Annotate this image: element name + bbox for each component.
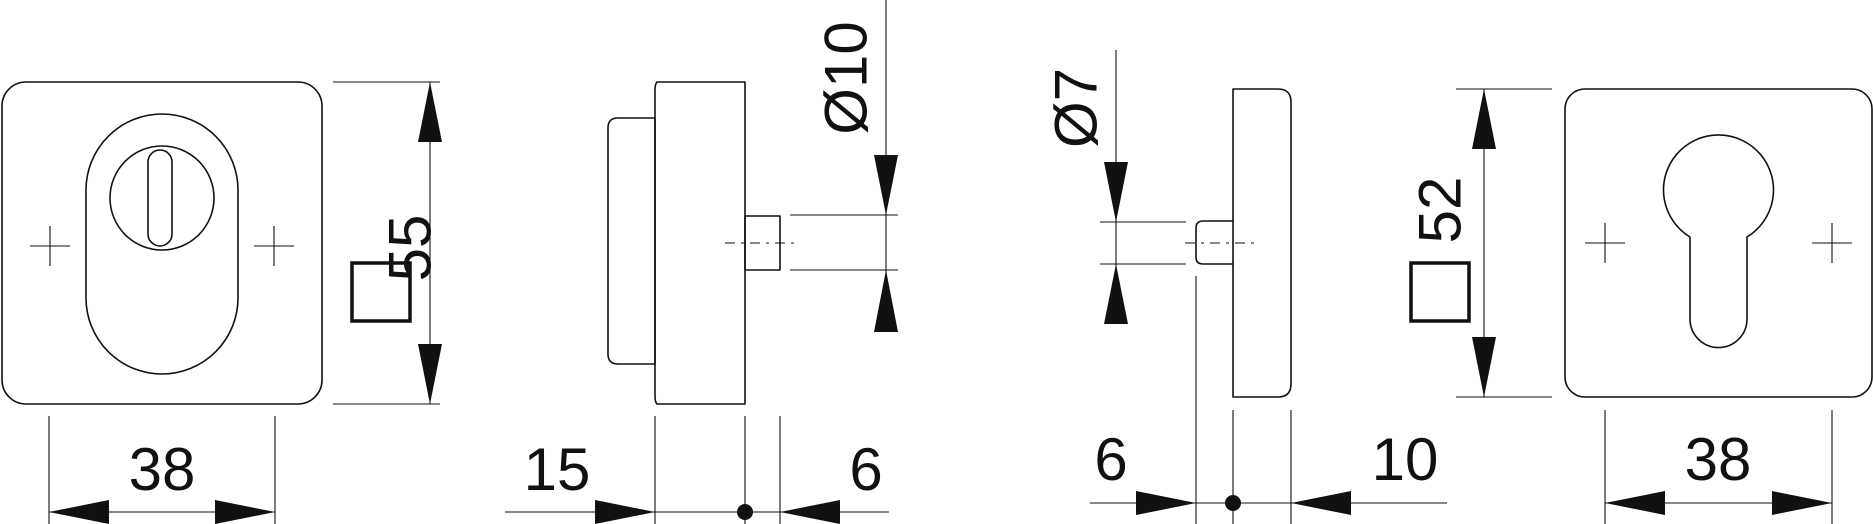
cylinder-core [109, 145, 215, 251]
pin-diameter-label: Ø7 [1043, 68, 1110, 148]
counter-front-view: 52 38 [1407, 88, 1873, 524]
square-symbol [350, 261, 412, 323]
cylinder-guard-outline [85, 113, 239, 375]
cylinder-guard-body [607, 117, 656, 365]
rose-front-view: 55 38 [1, 81, 444, 524]
datum-point [737, 504, 753, 520]
key-slot [147, 149, 173, 247]
counter-pin [1195, 220, 1233, 265]
screw-mark-left [30, 226, 70, 266]
screw-mark-right [254, 226, 294, 266]
counter-width-label: 38 [1685, 426, 1752, 493]
datum-point-2 [1225, 495, 1241, 511]
rose-width-label: 38 [129, 436, 196, 503]
rose-depth-label: 15 [524, 436, 591, 503]
rose-height-label: 55 [377, 215, 444, 282]
rose-base-plate [654, 81, 746, 405]
counter-height-label: 52 [1407, 177, 1474, 244]
rose-outline [1, 81, 323, 405]
pin-length-label: 6 [1094, 426, 1127, 493]
screw-mark-left-2 [1585, 223, 1625, 263]
spindle-length-label: 6 [849, 436, 882, 503]
rose-side-view: Ø10 15 6 [505, 0, 898, 524]
screw-mark-right-2 [1812, 223, 1852, 263]
counter-plate [1232, 88, 1292, 398]
counter-side-view: Ø7 6 10 [1043, 50, 1447, 524]
counter-depth-label: 10 [1372, 426, 1439, 493]
counter-rose-outline [1564, 88, 1873, 398]
profile-cylinder-cutout [1662, 134, 1775, 349]
square-symbol-2 [1409, 261, 1471, 323]
spindle-diameter-label: Ø10 [813, 21, 880, 134]
spindle-stub [744, 215, 781, 271]
